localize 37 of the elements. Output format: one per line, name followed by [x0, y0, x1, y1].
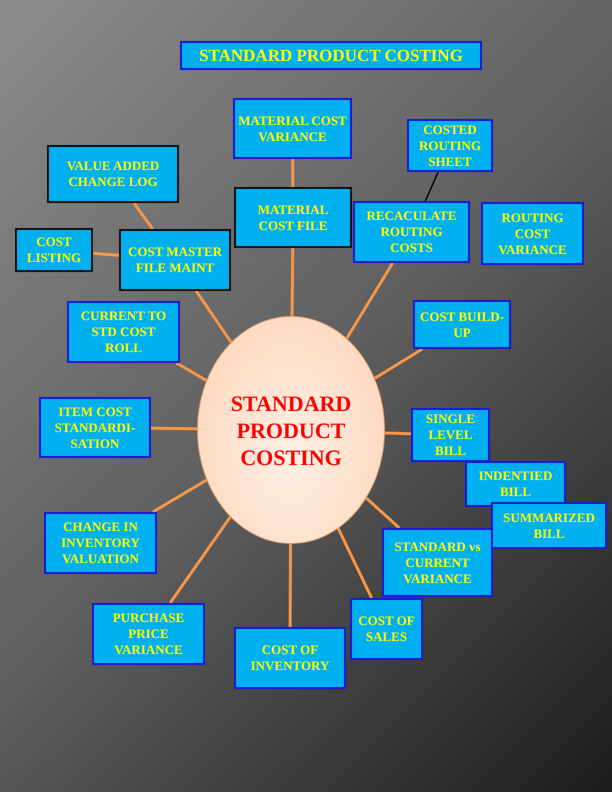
- connector-line: [336, 528, 373, 599]
- process-box: CURRENT TO STD COST ROLL: [67, 301, 180, 363]
- connector-line: [290, 248, 294, 316]
- connector-line: [365, 497, 400, 530]
- connector-line: [168, 516, 232, 604]
- central-ellipse: STANDARD PRODUCT COSTING: [197, 316, 385, 544]
- title-banner: STANDARD PRODUCT COSTING: [180, 41, 482, 70]
- connector-line: [176, 362, 208, 382]
- process-box: COST OF INVENTORY: [234, 627, 346, 689]
- process-box: VALUE ADDED CHANGE LOG: [47, 145, 179, 203]
- process-box: PURCHASE PRICE VARIANCE: [92, 603, 205, 665]
- connector-line: [132, 202, 154, 230]
- process-box: INDENTIED BILL: [465, 461, 566, 507]
- process-box: COSTED ROUTING SHEET: [407, 119, 493, 172]
- connector-line: [424, 172, 439, 202]
- process-box: MATERIAL COST VARIANCE: [233, 98, 352, 159]
- process-box: COST OF SALES: [350, 598, 423, 660]
- process-box: CHANGE IN INVENTORY VALUATION: [44, 512, 157, 574]
- process-box: SINGLE LEVEL BILL: [411, 408, 490, 462]
- process-box: ROUTING COST VARIANCE: [481, 202, 584, 265]
- process-box: COST LISTING: [15, 228, 93, 272]
- connector-line: [384, 431, 412, 436]
- connector-line: [194, 290, 232, 344]
- process-box: COST BUILD-UP: [413, 300, 511, 349]
- connector-line: [92, 252, 120, 257]
- process-box: MATERIAL COST FILE: [234, 187, 352, 248]
- connector-line: [374, 348, 424, 380]
- connector-line: [346, 262, 394, 340]
- process-box: COST MASTER FILE MAINT: [119, 229, 231, 291]
- connector-line: [150, 426, 198, 430]
- connector-line: [152, 478, 208, 514]
- process-box: ITEM COST STANDARDI-SATION: [39, 397, 151, 458]
- process-box: SUMMARIZED BILL: [491, 502, 607, 549]
- connector-line: [291, 158, 294, 188]
- process-box: RECACULATE ROUTING COSTS: [353, 201, 470, 263]
- connector-line: [288, 544, 292, 627]
- process-box: STANDARD vs CURRENT VARIANCE: [382, 528, 493, 597]
